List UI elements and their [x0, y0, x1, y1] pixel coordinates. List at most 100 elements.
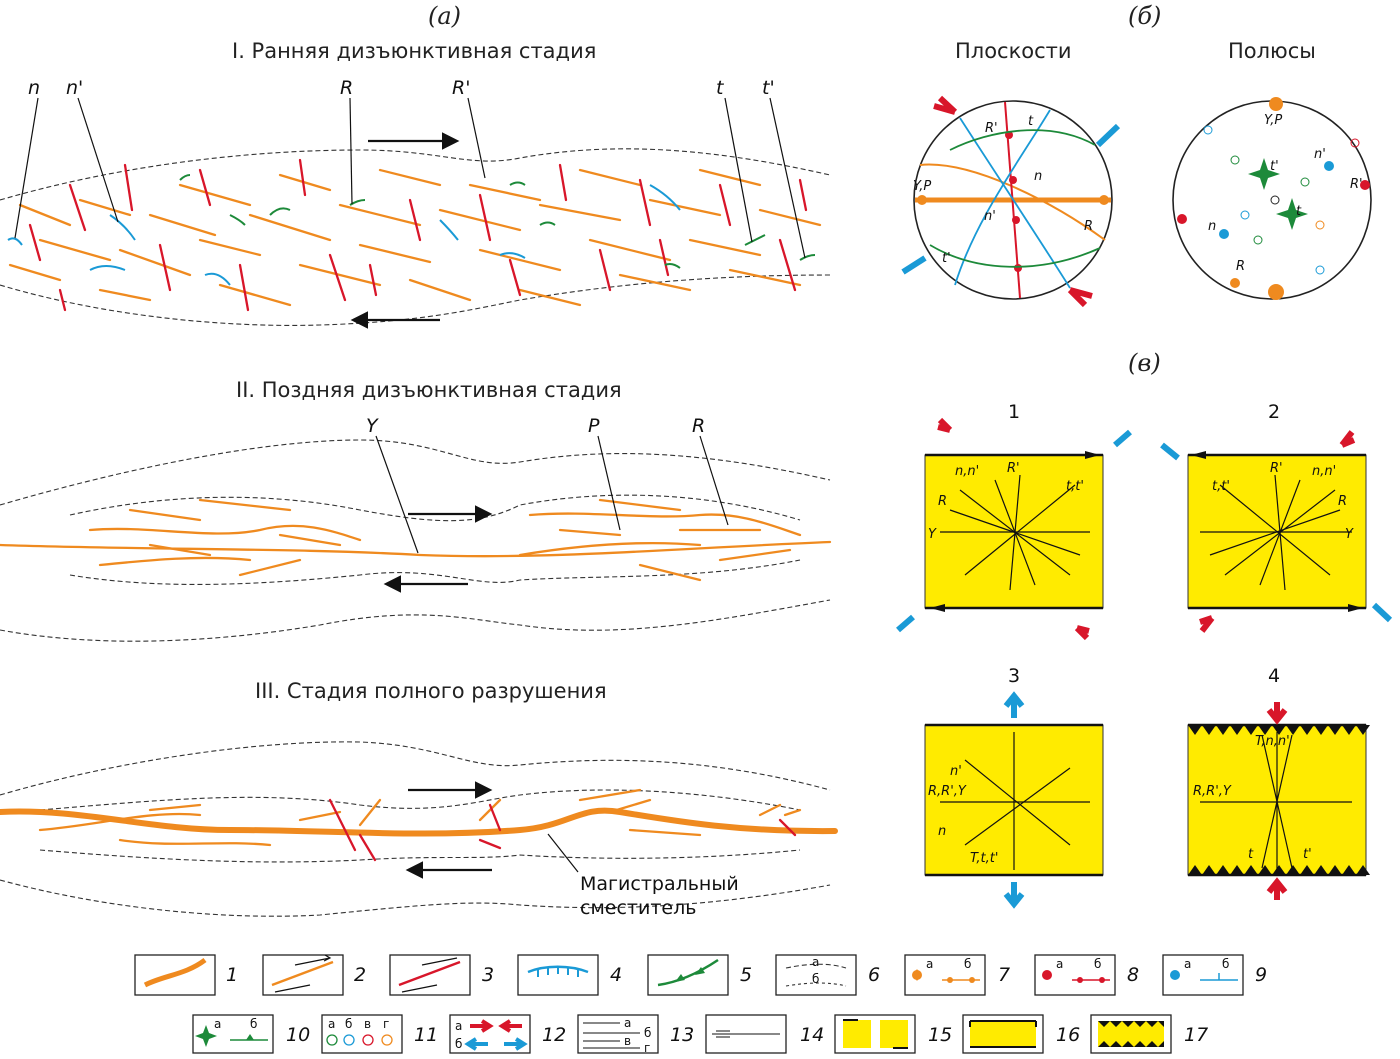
- model-4-tooth-bottom: [1286, 865, 1300, 875]
- legend-num-15: 15: [928, 1024, 952, 1046]
- planes-compression-arrow-bottom: [1067, 287, 1093, 308]
- stage-1-green-faults: [179, 174, 816, 269]
- poles-nprime-pole: [1324, 161, 1334, 171]
- poles-YP-pole: [1269, 97, 1283, 111]
- stage-2-label-Y: Y: [366, 415, 379, 437]
- model-4-tooth-bottom: [1216, 865, 1230, 875]
- stage-1-title: I. Ранняя дизъюнктивная стадия: [232, 39, 596, 63]
- legend-13-sub-v: в: [624, 1034, 631, 1048]
- stage-2-envelope-inner-bottom: [69, 559, 801, 586]
- legend-num-5: 5: [740, 964, 752, 986]
- model-4-tooth-bottom: [1188, 865, 1202, 875]
- model-4-number: 4: [1268, 665, 1280, 687]
- model-2-label-R: R: [1338, 494, 1347, 509]
- legend-11-sub-g: г: [383, 1017, 389, 1031]
- planes-compression-arrow-top: [933, 95, 958, 115]
- poles-tprime-pole: [1248, 158, 1280, 190]
- stage-3-main-fault: [0, 807, 838, 837]
- model-4-tooth-bottom: [1342, 865, 1356, 875]
- stage-2-leader-Y: [375, 435, 419, 554]
- model-4-label-Tnn: T,n,n': [1255, 734, 1290, 749]
- model-4-tooth-top: [1328, 725, 1342, 735]
- model-4-label-tprime: t': [1303, 847, 1312, 862]
- model-4-teeth-bottom: [1188, 865, 1370, 875]
- model-2: 2 t,t' R' n,n' R Y: [1160, 401, 1393, 633]
- legend-6-sub-a: а: [812, 955, 819, 969]
- planes-nprime-plane: [954, 109, 1051, 286]
- legend-9-sub-b: б: [1222, 957, 1229, 971]
- model-4-tooth-bottom: [1314, 865, 1328, 875]
- model-4-label-t: t: [1248, 847, 1254, 862]
- legend-num-7: 7: [998, 964, 1010, 986]
- panel-b-label: (б): [1128, 2, 1161, 30]
- model-1-label-nn: n,n': [955, 464, 979, 479]
- legend-10-sub-a: а: [214, 1017, 221, 1031]
- stage-3-label-line1: Магистральный: [580, 873, 739, 895]
- stage-2-envelope-outer-top: [0, 439, 831, 506]
- legend-box-5: [647, 954, 729, 996]
- model-4-compression-bottom: [1266, 877, 1288, 900]
- stage-3-label-line2: сместитель: [580, 897, 696, 919]
- legend-13-sub-g: г: [644, 1041, 650, 1055]
- legend-11-sub-v: в: [364, 1017, 371, 1031]
- stage-1-label-n-prime: n': [66, 77, 83, 99]
- stage-3-leader-main-fault: [547, 833, 579, 873]
- model-1-number: 1: [1008, 401, 1020, 423]
- model-4-tooth-bottom: [1244, 865, 1258, 875]
- poles-label-t: t: [1296, 204, 1302, 219]
- model-2-label-nn: n,n': [1312, 464, 1336, 479]
- model-2-extension-bottom: [1371, 602, 1393, 623]
- legend-box-2: [262, 954, 344, 996]
- model-3: 3 n' R,R',Y n T,t,t': [924, 665, 1104, 909]
- model-3-extension-bottom: [1003, 882, 1025, 909]
- model-4-tooth-bottom: [1230, 865, 1244, 875]
- legend-num-6: 6: [868, 964, 880, 986]
- legend-num-14: 14: [800, 1024, 824, 1046]
- legend-num-8: 8: [1127, 964, 1139, 986]
- planes-label-nprime: n': [984, 209, 996, 224]
- model-4-tooth-top: [1314, 725, 1328, 735]
- model-4-teeth-top: [1188, 725, 1370, 735]
- planes-label-t: t: [1028, 114, 1034, 129]
- model-4-tooth-top: [1216, 725, 1230, 735]
- model-4-tooth-bottom: [1258, 865, 1272, 875]
- poles-title: Полюсы: [1228, 39, 1316, 63]
- legend-9-sub-a: а: [1184, 957, 1191, 971]
- legend-11-sub-a: а: [328, 1017, 335, 1031]
- legend-12-sub-a: а: [455, 1019, 462, 1033]
- legend-num-17: 17: [1184, 1024, 1208, 1046]
- planes-extension-arrow-bottom: [901, 255, 927, 275]
- stage-3-title: III. Стадия полного разрушения: [255, 679, 607, 703]
- stage-1-leaders: [14, 97, 806, 259]
- poles-label-n: n: [1208, 219, 1216, 234]
- model-2-extension-top: [1160, 442, 1180, 461]
- legend-box-3: [389, 954, 471, 996]
- model-3-label-RRY: R,R',Y: [928, 784, 967, 799]
- model-1-compression-top: [937, 417, 953, 433]
- model-4-tooth-bottom: [1356, 865, 1370, 875]
- stage-1-label-R-prime: R': [452, 77, 470, 99]
- poles-label-tprime: t': [1270, 159, 1279, 174]
- model-4-tooth-top: [1244, 725, 1258, 735]
- model-1-label-tt: t,t': [1066, 479, 1084, 494]
- planes-label-R: R: [1084, 219, 1093, 234]
- stage-2-envelope-inner-top: [69, 494, 801, 522]
- planes-stereonet: R' t n Y,P n' R t': [901, 95, 1121, 308]
- legend-num-3: 3: [482, 964, 494, 986]
- legend-10-sub-b: б: [250, 1017, 257, 1031]
- stage-1-zone: n n' R R' t t': [0, 77, 831, 329]
- stage-2-label-P: P: [588, 415, 600, 437]
- model-4-tooth-top: [1300, 725, 1314, 735]
- model-3-label-n: n: [938, 824, 946, 839]
- legend-num-11: 11: [414, 1024, 438, 1046]
- stage-3-envelope-outer-bottom: [0, 879, 831, 917]
- poles-label-R: R: [1236, 259, 1245, 274]
- model-4-tooth-top: [1188, 725, 1202, 735]
- planes-label-n: n: [1034, 169, 1042, 184]
- legend-12-sub-b: б: [455, 1037, 462, 1051]
- model-4-tooth-top: [1258, 725, 1272, 735]
- planes-label-Rprime: R': [985, 121, 998, 136]
- planes-title: Плоскости: [955, 39, 1072, 63]
- panel-a-label: (а): [428, 2, 461, 30]
